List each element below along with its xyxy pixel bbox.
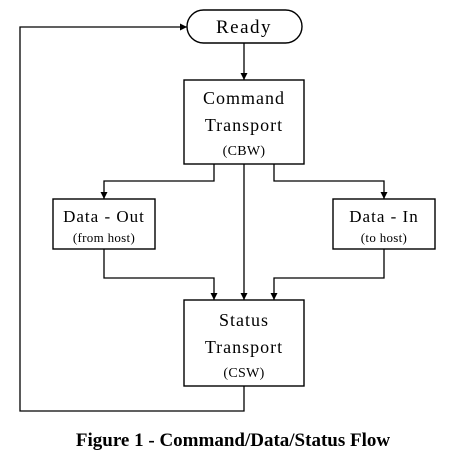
command-transport-node: Command Transport (CBW) <box>183 79 305 165</box>
data-out-line1: Data - Out <box>63 207 145 226</box>
command-line2: Transport <box>205 115 283 135</box>
data-in-line2: (to host) <box>361 230 407 245</box>
status-transport-node: Status Transport (CSW) <box>183 299 305 387</box>
arrow-command-to-data-out <box>100 164 215 199</box>
arrow-status-to-ready <box>19 23 245 412</box>
ready-node: Ready <box>186 9 303 44</box>
status-line2: Transport <box>205 337 283 357</box>
data-out-node: Data - Out (from host) <box>52 198 156 250</box>
status-line3: (CSW) <box>223 366 264 381</box>
arrow-data-in-to-status <box>270 249 385 300</box>
command-line1: Command <box>203 88 285 108</box>
ready-label: Ready <box>216 17 272 38</box>
arrow-data-out-to-status <box>103 249 218 300</box>
command-line3: (CBW) <box>223 144 266 159</box>
status-line1: Status <box>219 310 269 330</box>
data-in-node: Data - In (to host) <box>332 198 436 250</box>
data-out-line2: (from host) <box>73 230 135 245</box>
figure-caption: Figure 1 - Command/Data/Status Flow <box>76 430 390 451</box>
data-in-line1: Data - In <box>349 207 418 226</box>
arrow-command-to-data-in <box>273 164 388 199</box>
